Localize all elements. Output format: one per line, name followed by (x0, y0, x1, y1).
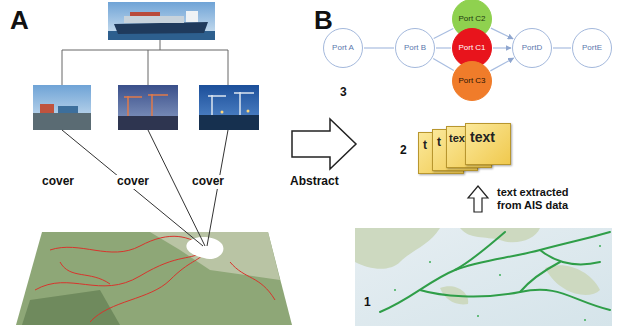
port-node: PortE (572, 28, 612, 68)
crane (208, 92, 254, 115)
route-link (490, 58, 513, 71)
bracket-line (62, 50, 63, 85)
ship-bridge (186, 11, 198, 22)
map-ground (16, 232, 292, 325)
cover-line (62, 130, 203, 246)
bracket-line (228, 50, 229, 85)
map-patch (150, 232, 280, 280)
map-patch (22, 290, 120, 325)
port-area-map (16, 232, 292, 325)
port-photo (199, 85, 259, 130)
port-name: PortD (522, 44, 542, 52)
arrow-label: Abstract (290, 175, 339, 189)
photo-sky (108, 2, 215, 40)
bracket-line (148, 50, 149, 85)
callout-number: 3 (340, 86, 347, 100)
bracket-line (160, 40, 161, 50)
port-node: Port C3 (452, 61, 492, 101)
light (247, 110, 250, 113)
panel-letter: A (10, 6, 29, 36)
route-link (433, 59, 454, 71)
light (221, 111, 224, 114)
edge-label: cover (115, 175, 151, 189)
card-text: text (470, 129, 495, 145)
route-link (434, 29, 454, 39)
map-land (355, 228, 440, 269)
ship-dots (394, 245, 601, 321)
bracket-lines (62, 40, 228, 85)
port-name: Port C1 (458, 44, 485, 52)
route-link (364, 47, 394, 48)
port-name: Port B (404, 44, 426, 52)
edge-label: cover (40, 175, 76, 189)
photo-sky (33, 85, 91, 130)
cover-lines (62, 130, 228, 246)
photo-sky (199, 85, 259, 130)
crane (124, 94, 168, 116)
map-sea (355, 228, 612, 326)
photo-dock (118, 116, 178, 130)
ais-map (355, 228, 612, 326)
card-text: t (423, 138, 427, 152)
port-node: Port B (395, 28, 435, 68)
text-card: text (465, 123, 511, 165)
port-spot (186, 237, 223, 259)
port-name: Port C2 (458, 15, 485, 23)
abstract-arrow (292, 119, 356, 169)
edge-label: cover (190, 175, 226, 189)
port-name: PortE (582, 44, 602, 52)
photo-dock (199, 115, 259, 130)
containers (40, 104, 54, 113)
port-name: Port A (332, 44, 354, 52)
containers (124, 16, 184, 23)
ship-photo (108, 2, 215, 40)
photo-sky (118, 85, 178, 130)
port-node: PortD (512, 28, 552, 68)
port-photo (118, 85, 178, 130)
callout-number: 2 (400, 144, 407, 158)
containers (130, 12, 160, 16)
note-text: text extracted from AIS data (497, 186, 593, 211)
containers (58, 106, 78, 113)
ship-tracks (380, 232, 610, 312)
card-text: t (437, 135, 441, 149)
port-photo (33, 85, 91, 130)
photo-dock (33, 113, 91, 130)
route-link (436, 47, 451, 48)
ship-hull (114, 22, 208, 34)
callout-number: 1 (364, 296, 371, 310)
port-name: Port C3 (458, 77, 485, 85)
extract-arrow (468, 186, 488, 212)
route-link (493, 47, 511, 48)
route-link (491, 28, 513, 39)
route-link (553, 47, 571, 48)
panel-letter: B (314, 6, 333, 36)
bracket-line (62, 50, 228, 51)
card-text: tex (449, 132, 465, 144)
map-roads (35, 236, 275, 322)
